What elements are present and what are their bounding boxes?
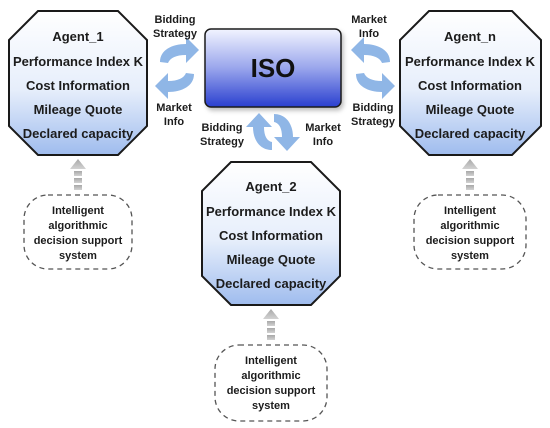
agent-1-mileage-quote: Mileage Quote xyxy=(34,102,123,117)
agent-1-declared-capacity: Declared capacity xyxy=(23,126,134,141)
cycle-arrow-bottom-right xyxy=(274,114,300,151)
cycle-arrow-right-bottom xyxy=(356,73,395,99)
agent-n-mileage-quote: Mileage Quote xyxy=(426,102,515,117)
cycle-arrow-left xyxy=(155,37,199,99)
support-agent-n-line-3: decision support xyxy=(426,235,515,247)
flow-bottom-market-line-2: Info xyxy=(313,136,333,148)
agent-2-title: Agent_2 xyxy=(245,179,296,194)
agent-n-declared-capacity: Declared capacity xyxy=(415,126,526,141)
iso-node: ISO xyxy=(204,28,342,108)
agent-n-cost-information: Cost Information xyxy=(418,78,522,93)
flow-label-bottom-bidding: Bidding Strategy xyxy=(200,122,245,148)
flow-right-market-line-2: Info xyxy=(359,28,379,40)
support-agent-2-line-1: Intelligent xyxy=(245,355,297,367)
support-agent-1-line-3: decision support xyxy=(34,235,123,247)
flow-left-bidding-line-1: Bidding xyxy=(155,14,196,26)
cycle-arrow-left-top xyxy=(160,37,199,63)
iso-label: ISO xyxy=(251,53,296,83)
agent-n-octagon xyxy=(399,10,542,156)
agent-2-node: Agent_2 Performance Index K Cost Informa… xyxy=(201,161,341,306)
flow-label-left-market: Market Info xyxy=(156,102,192,128)
support-agent-2-line-3: decision support xyxy=(227,385,316,397)
support-system-agent-2: Intelligent algorithmic decision support… xyxy=(214,344,328,422)
support-agent-2-line-2: algorithmic xyxy=(241,370,300,382)
support-agent-n-line-1: Intelligent xyxy=(444,205,496,217)
flow-bottom-market-line-1: Market xyxy=(305,122,341,134)
flow-right-bidding-line-2: Strategy xyxy=(351,116,396,128)
dash-arrow-agent-n xyxy=(462,159,478,190)
flow-label-bottom-market: Market Info xyxy=(305,122,341,148)
flow-left-market-line-1: Market xyxy=(156,102,192,114)
support-system-agent-1: Intelligent algorithmic decision support… xyxy=(23,194,133,270)
support-agent-n-line-2: algorithmic xyxy=(440,220,499,232)
agent-n-performance-index: Performance Index K xyxy=(405,54,536,69)
agent-n-node: Agent_n Performance Index K Cost Informa… xyxy=(399,10,542,156)
flow-left-market-line-2: Info xyxy=(164,116,184,128)
agent-1-octagon xyxy=(8,10,148,156)
support-system-agent-n: Intelligent algorithmic decision support… xyxy=(413,194,527,270)
agent-1-performance-index: Performance Index K xyxy=(13,54,144,69)
support-agent-1-line-4: system xyxy=(59,250,97,262)
cycle-arrow-right-top xyxy=(351,37,390,63)
flow-label-right-market: Market Info xyxy=(351,14,387,40)
flow-label-right-bidding: Bidding Strategy xyxy=(351,102,396,128)
cycle-arrow-right xyxy=(351,37,395,99)
flow-right-bidding-line-1: Bidding xyxy=(353,102,394,114)
support-box-agent-1 xyxy=(23,194,133,270)
agent-2-declared-capacity: Declared capacity xyxy=(216,276,327,291)
support-box-agent-n xyxy=(413,194,527,270)
cycle-arrow-bottom xyxy=(246,113,300,151)
flow-right-market-line-1: Market xyxy=(351,14,387,26)
agent-2-mileage-quote: Mileage Quote xyxy=(227,252,316,267)
agent-2-octagon xyxy=(201,161,341,306)
cycle-arrow-left-bottom xyxy=(155,73,194,99)
cycle-arrow-bottom-left xyxy=(246,113,272,150)
support-agent-2-line-4: system xyxy=(252,400,290,412)
dash-arrow-agent-1 xyxy=(70,159,86,190)
iso-box xyxy=(204,28,342,108)
agent-2-performance-index: Performance Index K xyxy=(206,204,337,219)
agent-1-node: Agent_1 Performance Index K Cost Informa… xyxy=(8,10,148,156)
support-agent-1-line-1: Intelligent xyxy=(52,205,104,217)
agent-2-cost-information: Cost Information xyxy=(219,228,323,243)
support-box-agent-2 xyxy=(214,344,328,422)
agent-1-cost-information: Cost Information xyxy=(26,78,130,93)
agent-1-title: Agent_1 xyxy=(52,29,103,44)
support-agent-1-line-2: algorithmic xyxy=(48,220,107,232)
flow-bottom-bidding-line-2: Strategy xyxy=(200,136,245,148)
support-agent-n-line-4: system xyxy=(451,250,489,262)
flow-label-left-bidding: Bidding Strategy xyxy=(153,14,198,40)
flow-bottom-bidding-line-1: Bidding xyxy=(202,122,243,134)
dash-arrow-agent-2 xyxy=(263,309,279,340)
agent-n-title: Agent_n xyxy=(444,29,496,44)
flow-left-bidding-line-2: Strategy xyxy=(153,28,198,40)
